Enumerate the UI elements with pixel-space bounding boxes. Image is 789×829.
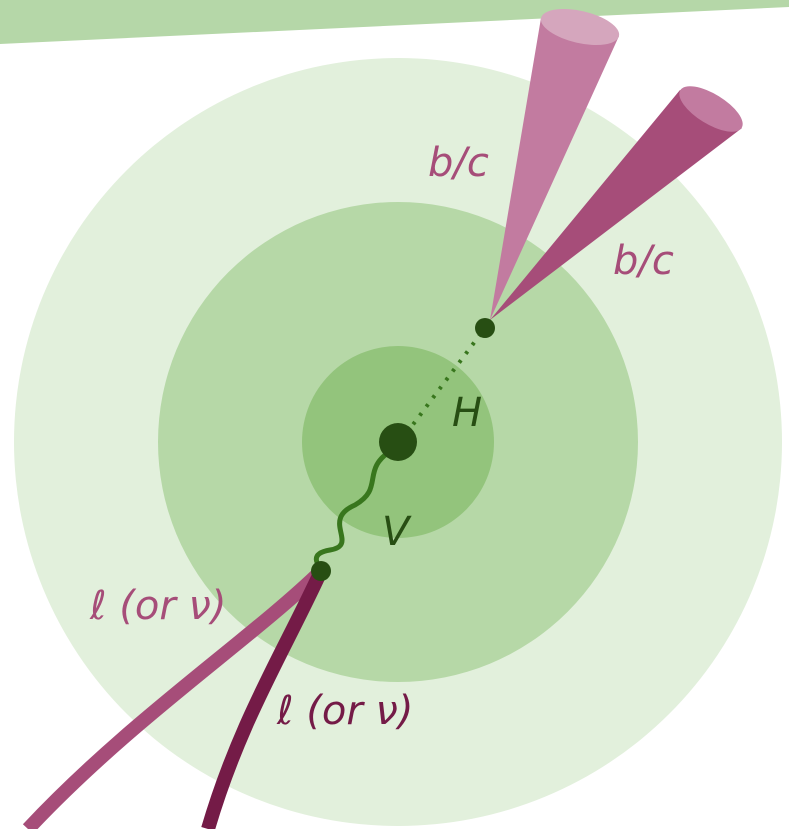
jet-cone-light [490, 18, 619, 320]
higgs-propagator [398, 326, 487, 444]
higgs-decay-vertex [475, 318, 495, 338]
higgs-label: H [452, 390, 482, 436]
jet-cone-dark [490, 90, 742, 320]
v-boson-propagator [313, 447, 394, 574]
header-band [0, 0, 789, 44]
jet-cone-light-cap [540, 8, 620, 46]
lepton-label-dark: ℓ (or ν) [276, 688, 413, 734]
v-decay-vertex [311, 561, 331, 581]
lepton-label-light: ℓ (or ν) [89, 583, 226, 629]
lepton-track-dark [201, 568, 328, 829]
jet-cone-dark-cap [679, 86, 743, 132]
jet-label-dark: b/c [613, 238, 674, 284]
jet-label-light: b/c [428, 140, 489, 186]
primary-vertex [379, 423, 417, 461]
v-boson-label: V [382, 509, 412, 555]
lepton-track-light [22, 565, 326, 829]
